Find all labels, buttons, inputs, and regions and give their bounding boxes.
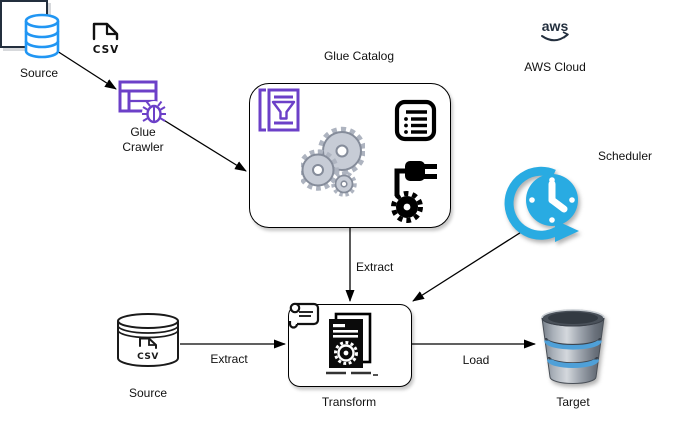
- glue-crawler-icon: [118, 80, 166, 125]
- scroll-icon: [288, 302, 320, 329]
- scheduler-label: Scheduler: [597, 149, 653, 163]
- source-bottom-label: Source: [128, 386, 168, 400]
- list-icon: [394, 99, 437, 142]
- metal-bucket-icon: [541, 309, 605, 384]
- scheduler-clock-icon: [504, 166, 579, 242]
- transform-label: Transform: [321, 395, 377, 409]
- cylinder-csv-icon: CSV: [117, 313, 179, 367]
- plug-gear-icon: [391, 161, 437, 223]
- target-label: Target: [556, 395, 590, 409]
- glue-catalog-label: Glue Catalog: [323, 49, 395, 63]
- edge-label-extract-source: Extract: [210, 352, 248, 366]
- edge-source-to-crawler: [56, 50, 117, 90]
- csv-file-text: CSV: [93, 44, 120, 56]
- edge-label-load: Load: [462, 353, 490, 367]
- glue-funnel-icon: [258, 88, 300, 132]
- edge-label-extract-catalog: Extract: [356, 260, 394, 274]
- database-icon: [24, 13, 60, 59]
- aws-cloud-label: AWS Cloud: [524, 60, 586, 74]
- aws-logo-icon: aws: [541, 18, 569, 42]
- source-top-label: Source: [19, 66, 59, 80]
- edge-crawler-to-catalog: [161, 118, 247, 172]
- gears-icon: [301, 126, 365, 197]
- csv-file-icon: CSV: [93, 22, 120, 56]
- cylinder-csv-text: CSV: [137, 352, 159, 362]
- aws-logo-text: aws: [542, 18, 569, 34]
- glue-crawler-label: Glue Crawler: [122, 125, 164, 154]
- script-gear-doc-icon: [326, 312, 378, 376]
- edge-scheduler-to-transform: [412, 228, 527, 302]
